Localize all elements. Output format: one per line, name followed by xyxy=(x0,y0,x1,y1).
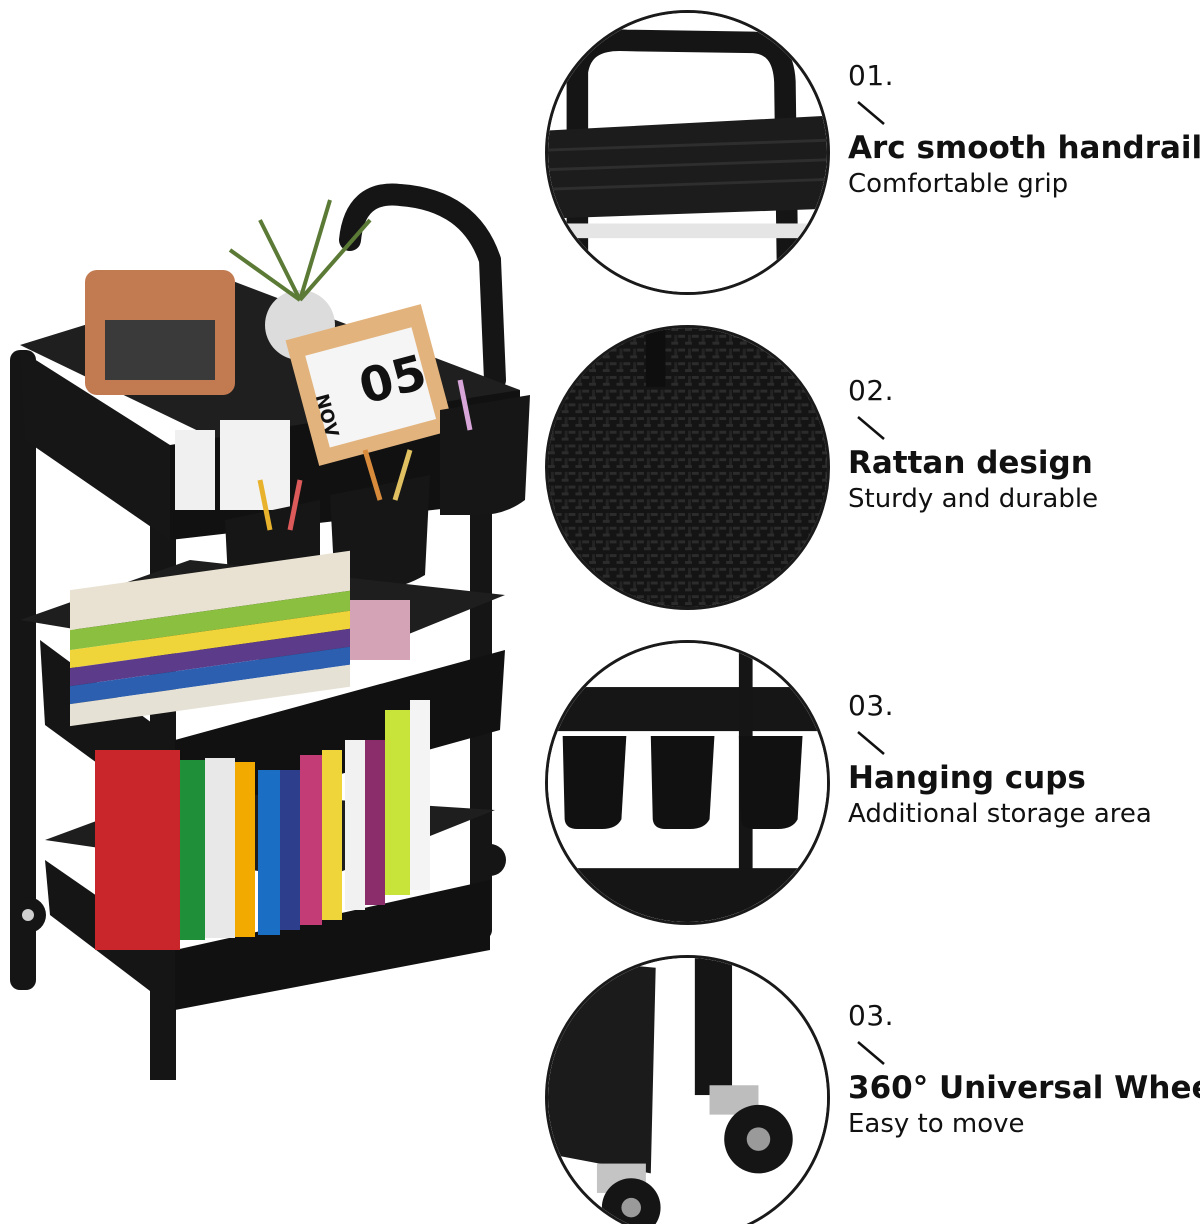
feature-rattan: 02. Rattan design Sturdy and durable xyxy=(848,375,1198,515)
bottom-basket-front xyxy=(175,880,490,1010)
feature-title: Rattan design xyxy=(848,445,1093,481)
handle xyxy=(339,183,506,391)
detail-circle-wheel xyxy=(545,955,830,1224)
feature-number: 03. xyxy=(848,689,895,722)
hanging-cup-3 xyxy=(440,395,530,515)
middle-books xyxy=(70,550,410,727)
feature-number: 02. xyxy=(848,374,895,407)
detail-circle-rattan xyxy=(545,325,830,610)
feature-subtitle: Easy to move xyxy=(848,1109,1025,1139)
feature-subtitle: Comfortable grip xyxy=(848,169,1069,199)
middle-basket-front xyxy=(175,650,505,820)
feature-title: 360° Universal Wheel xyxy=(848,1070,1200,1106)
feature-title: Arc smooth handrail xyxy=(848,130,1200,166)
feature-number: 01. xyxy=(848,59,895,92)
top-basket-side xyxy=(20,350,170,540)
slash-icon xyxy=(857,1041,885,1065)
desk-calendar: 05 NOV xyxy=(285,304,455,466)
pencils xyxy=(257,379,473,531)
cart-illustration: 05 NOV xyxy=(0,180,530,1080)
feature-handrail: 01. Arc smooth handrail Comfortable grip xyxy=(848,59,1200,200)
cart-svg: 05 NOV xyxy=(10,183,530,1080)
hanging-cup-2 xyxy=(330,475,430,590)
feature-title: Hanging cups xyxy=(848,760,1086,796)
feature-cups: 03. Hanging cups Additional storage area xyxy=(848,690,1198,830)
wheels xyxy=(10,844,506,933)
slash-icon xyxy=(857,731,885,755)
detail-circle-cups xyxy=(545,640,830,925)
feature-subtitle: Additional storage area xyxy=(848,799,1152,829)
detail-circle-handrail xyxy=(545,10,830,295)
notebook xyxy=(350,600,410,660)
feature-subtitle: Sturdy and durable xyxy=(848,484,1099,514)
speaker-grill xyxy=(105,320,215,380)
pen-holder-2 xyxy=(220,420,290,510)
feature-number: 03. xyxy=(848,999,895,1032)
plant xyxy=(228,199,372,302)
slash-icon xyxy=(857,416,885,440)
slash-icon xyxy=(857,101,885,125)
feature-wheel: 03. 360° Universal Wheel Easy to move xyxy=(848,999,1200,1140)
bottom-books xyxy=(95,700,430,950)
left-front-pole xyxy=(10,350,36,990)
pen-holder-1 xyxy=(175,430,215,510)
